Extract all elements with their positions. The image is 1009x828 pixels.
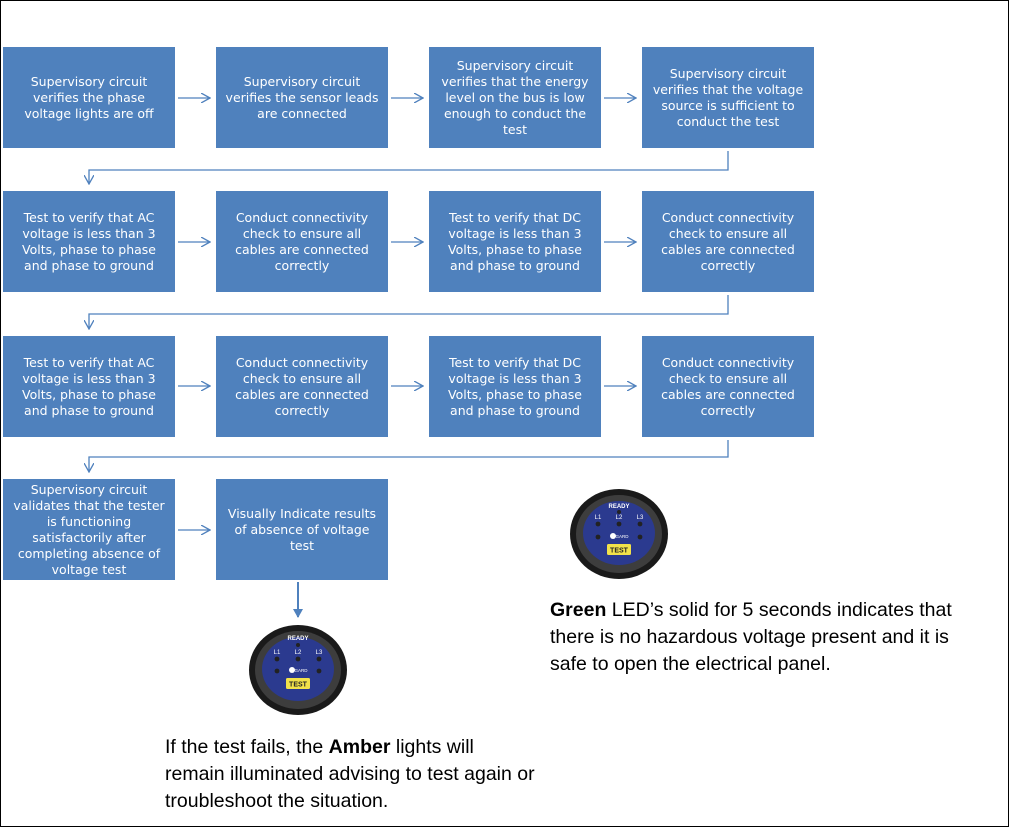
- step-1-3: Supervisory circuit verifies that the en…: [429, 47, 601, 148]
- led-l3-bottom: [316, 668, 322, 674]
- step-3-1-text: Test to verify that AC voltage is less t…: [22, 354, 156, 418]
- test-button: [607, 544, 631, 555]
- led-l1-top: [595, 521, 601, 527]
- led-label-l3: L3: [316, 650, 323, 656]
- step-3-1: Test to verify that AC voltage is less t…: [3, 336, 175, 437]
- ready-label: READY: [287, 636, 308, 642]
- led-label-l2: L2: [616, 515, 623, 521]
- logo-icon: [289, 667, 295, 673]
- step-1-1-text: Supervisory circuit verifies the phase v…: [24, 73, 154, 121]
- step-1-2: Supervisory circuit verifies the sensor …: [216, 47, 388, 148]
- test-button-label: TEST: [289, 682, 308, 689]
- step-2-2-text: Conduct connectivity check to ensure all…: [235, 209, 369, 273]
- step-4-1-text: Supervisory circuit validates that the t…: [13, 481, 165, 577]
- led-l2-top: [295, 656, 301, 662]
- led-l1-bottom: [274, 668, 280, 674]
- ready-led: [296, 643, 300, 647]
- arrow-r3-r4: [89, 440, 729, 472]
- led-l3-bottom: [637, 534, 643, 540]
- step-1-2-text: Supervisory circuit verifies the sensor …: [225, 73, 379, 121]
- led-l1-bottom: [595, 534, 601, 540]
- amber-caption: If the test fails, the Amber lights will…: [165, 734, 535, 815]
- tester-device-amber: READY L1 L2 L3 GARD TEST: [249, 625, 347, 715]
- step-3-2-text: Conduct connectivity check to ensure all…: [235, 354, 369, 418]
- green-caption-bold: Green: [550, 599, 607, 621]
- step-2-4-text: Conduct connectivity check to ensure all…: [661, 209, 795, 273]
- step-1-4: Supervisory circuit verifies that the vo…: [642, 47, 814, 148]
- led-l3-top: [316, 656, 322, 662]
- step-4-1: Supervisory circuit validates that the t…: [3, 479, 175, 580]
- arrow-r2-r3: [89, 295, 729, 329]
- tester-device-green: READY L1 L2 L3 GARD TEST: [570, 489, 668, 579]
- step-3-4: Conduct connectivity check to ensure all…: [642, 336, 814, 437]
- amber-caption-bold: Amber: [328, 736, 391, 758]
- step-3-3-text: Test to verify that DC voltage is less t…: [448, 354, 582, 418]
- step-4-2: Visually Indicate results of absence of …: [216, 479, 388, 580]
- led-l3-top: [637, 521, 643, 527]
- led-l2-top: [616, 521, 622, 527]
- led-l1-top: [274, 656, 280, 662]
- logo-icon: [610, 533, 616, 539]
- step-4-2-text: Visually Indicate results of absence of …: [227, 505, 377, 553]
- step-2-3: Test to verify that DC voltage is less t…: [429, 191, 601, 292]
- ready-led: [617, 510, 621, 514]
- step-1-1: Supervisory circuit verifies the phase v…: [3, 47, 175, 148]
- led-label-l1: L1: [595, 515, 602, 521]
- step-2-1: Test to verify that AC voltage is less t…: [3, 191, 175, 292]
- step-2-2: Conduct connectivity check to ensure all…: [216, 191, 388, 292]
- test-button: [286, 678, 310, 689]
- step-2-3-text: Test to verify that DC voltage is less t…: [448, 209, 582, 273]
- logo-text: GARD: [615, 534, 629, 539]
- step-2-1-text: Test to verify that AC voltage is less t…: [22, 209, 156, 273]
- arrow-r1-r2: [89, 151, 729, 184]
- green-caption-text: LED’s solid for 5 seconds indicates that…: [550, 599, 952, 675]
- amber-caption-pre: If the test fails, the: [165, 736, 329, 758]
- led-label-l1: L1: [274, 650, 281, 656]
- step-1-4-text: Supervisory circuit verifies that the vo…: [652, 65, 804, 129]
- led-label-l3: L3: [637, 515, 644, 521]
- step-3-4-text: Conduct connectivity check to ensure all…: [661, 354, 795, 418]
- logo-text: GARD: [294, 668, 308, 673]
- green-caption: Green LED’s solid for 5 seconds indicate…: [550, 597, 970, 678]
- step-1-3-text: Supervisory circuit verifies that the en…: [441, 57, 589, 137]
- amber-caption-text: lights will remain illuminated advising …: [165, 736, 535, 812]
- ready-label: READY: [608, 504, 629, 510]
- step-3-3: Test to verify that DC voltage is less t…: [429, 336, 601, 437]
- step-2-4: Conduct connectivity check to ensure all…: [642, 191, 814, 292]
- test-button-label: TEST: [610, 548, 629, 555]
- step-3-2: Conduct connectivity check to ensure all…: [216, 336, 388, 437]
- led-label-l2: L2: [295, 650, 302, 656]
